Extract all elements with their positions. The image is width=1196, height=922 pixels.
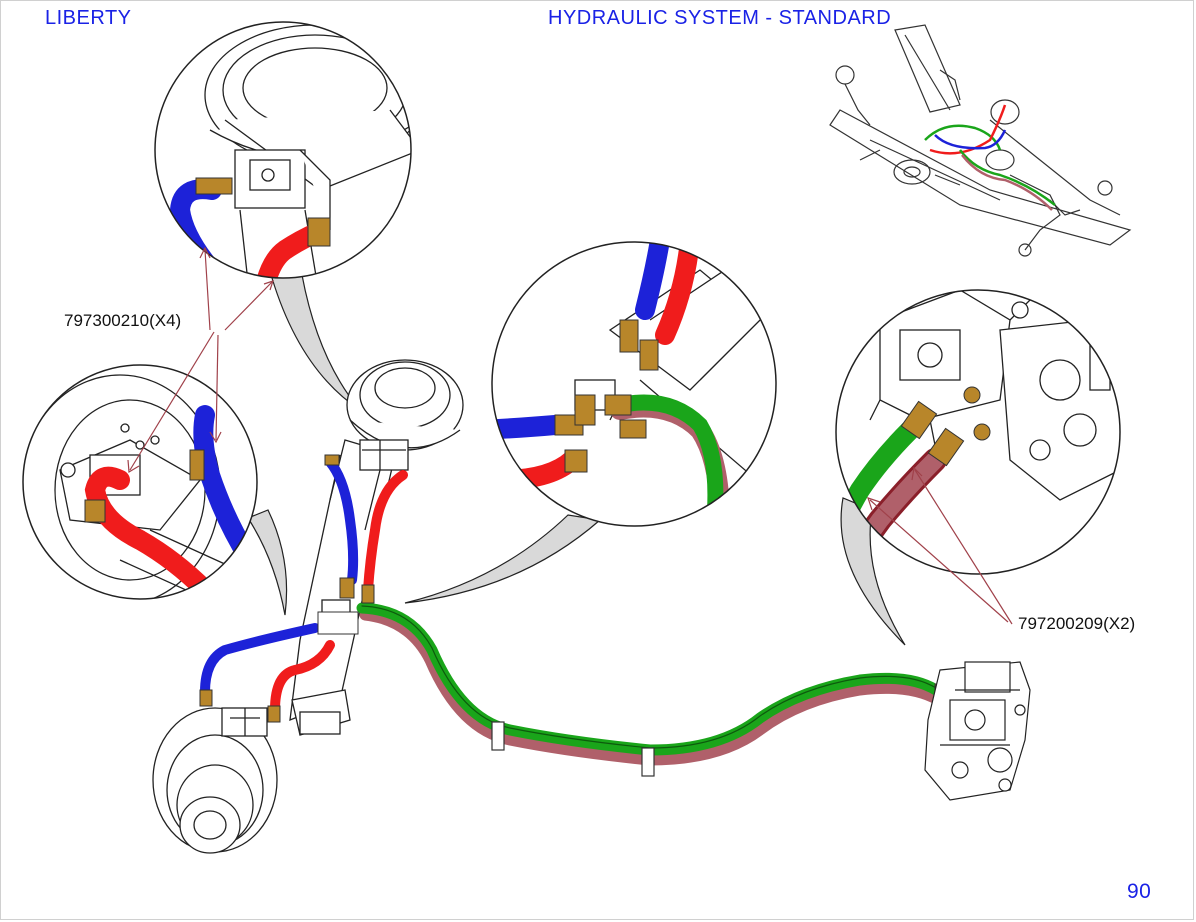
callout-pump-detail	[835, 289, 1121, 575]
overview-hoses	[924, 104, 1056, 211]
brand-label: LIBERTY	[45, 7, 132, 29]
hose-clips	[491, 721, 655, 777]
callout-steering-cylinder-top	[154, 21, 412, 279]
page-number: 90	[1127, 880, 1152, 903]
hydraulic-pump	[924, 661, 1031, 801]
part-number-steering-hoses: 797300210(X4)	[64, 311, 182, 330]
leader-lines	[129, 249, 1013, 625]
front-axle	[152, 359, 464, 854]
callout-steering-cylinder-bottom	[22, 364, 258, 600]
overview-thumbnail	[829, 24, 1132, 257]
leader-arrowheads	[127, 246, 923, 511]
callout-manifold	[491, 241, 777, 527]
page-title: HYDRAULIC SYSTEM - STANDARD	[548, 7, 892, 29]
part-number-pump-hoses: 797200209(X2)	[1018, 614, 1136, 633]
